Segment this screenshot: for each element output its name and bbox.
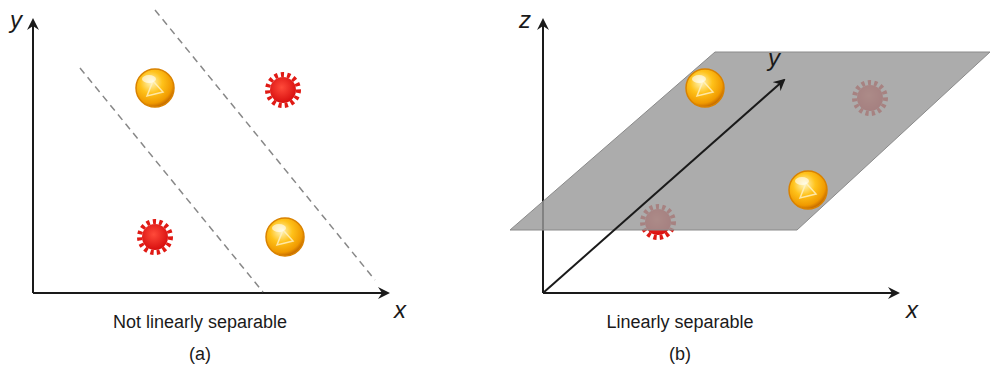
axis-label: x [906,297,918,323]
axis-label: y [768,45,780,71]
axis-label: z [519,7,531,33]
panel-b [510,20,990,293]
axis-label: x [394,297,406,323]
panel-caption: Linearly separable [606,313,753,333]
panel-caption: Not linearly separable [113,313,287,333]
panel-a [33,10,388,293]
panel-tag: (b) [669,345,691,365]
panel-tag: (a) [189,345,211,365]
axis-label: y [10,7,22,33]
